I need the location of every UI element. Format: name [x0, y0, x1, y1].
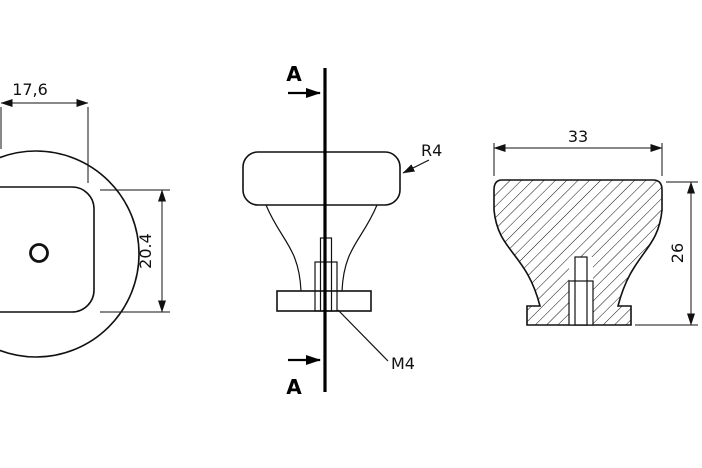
front-view [242, 68, 401, 392]
hole-mask [569, 257, 593, 325]
section-view [493, 179, 663, 326]
dimension-label: 26 [668, 243, 687, 263]
section-label-bottom: A [286, 375, 302, 399]
top-view [0, 150, 140, 358]
dimension-base-height: 20.4 [100, 189, 170, 313]
cap-profile [242, 151, 401, 206]
dimension-section-width: 33 [493, 127, 663, 176]
neck-profile-left [265, 204, 302, 292]
dimension-label: 17,6 [12, 80, 48, 99]
dimension-label: 33 [568, 127, 588, 146]
thread-leader-line [337, 309, 389, 362]
radius-callout-group: R4 [402, 141, 442, 174]
dimension-label: 20.4 [136, 233, 155, 269]
section-hole-major [568, 280, 594, 326]
thread-callout-group: M4 [337, 309, 415, 373]
neck-profile-right [341, 204, 378, 292]
thread-label: M4 [391, 354, 415, 373]
dimension-top-width: 17,6 [0, 80, 89, 183]
dimension-section-height: 26 [635, 181, 698, 326]
center-hole-circle [29, 243, 49, 263]
section-label-top: A [286, 62, 302, 86]
section-outline-hatched [493, 179, 663, 326]
radius-leader-line [402, 159, 430, 174]
radius-label: R4 [421, 141, 442, 160]
section-markers: A A [286, 62, 321, 399]
